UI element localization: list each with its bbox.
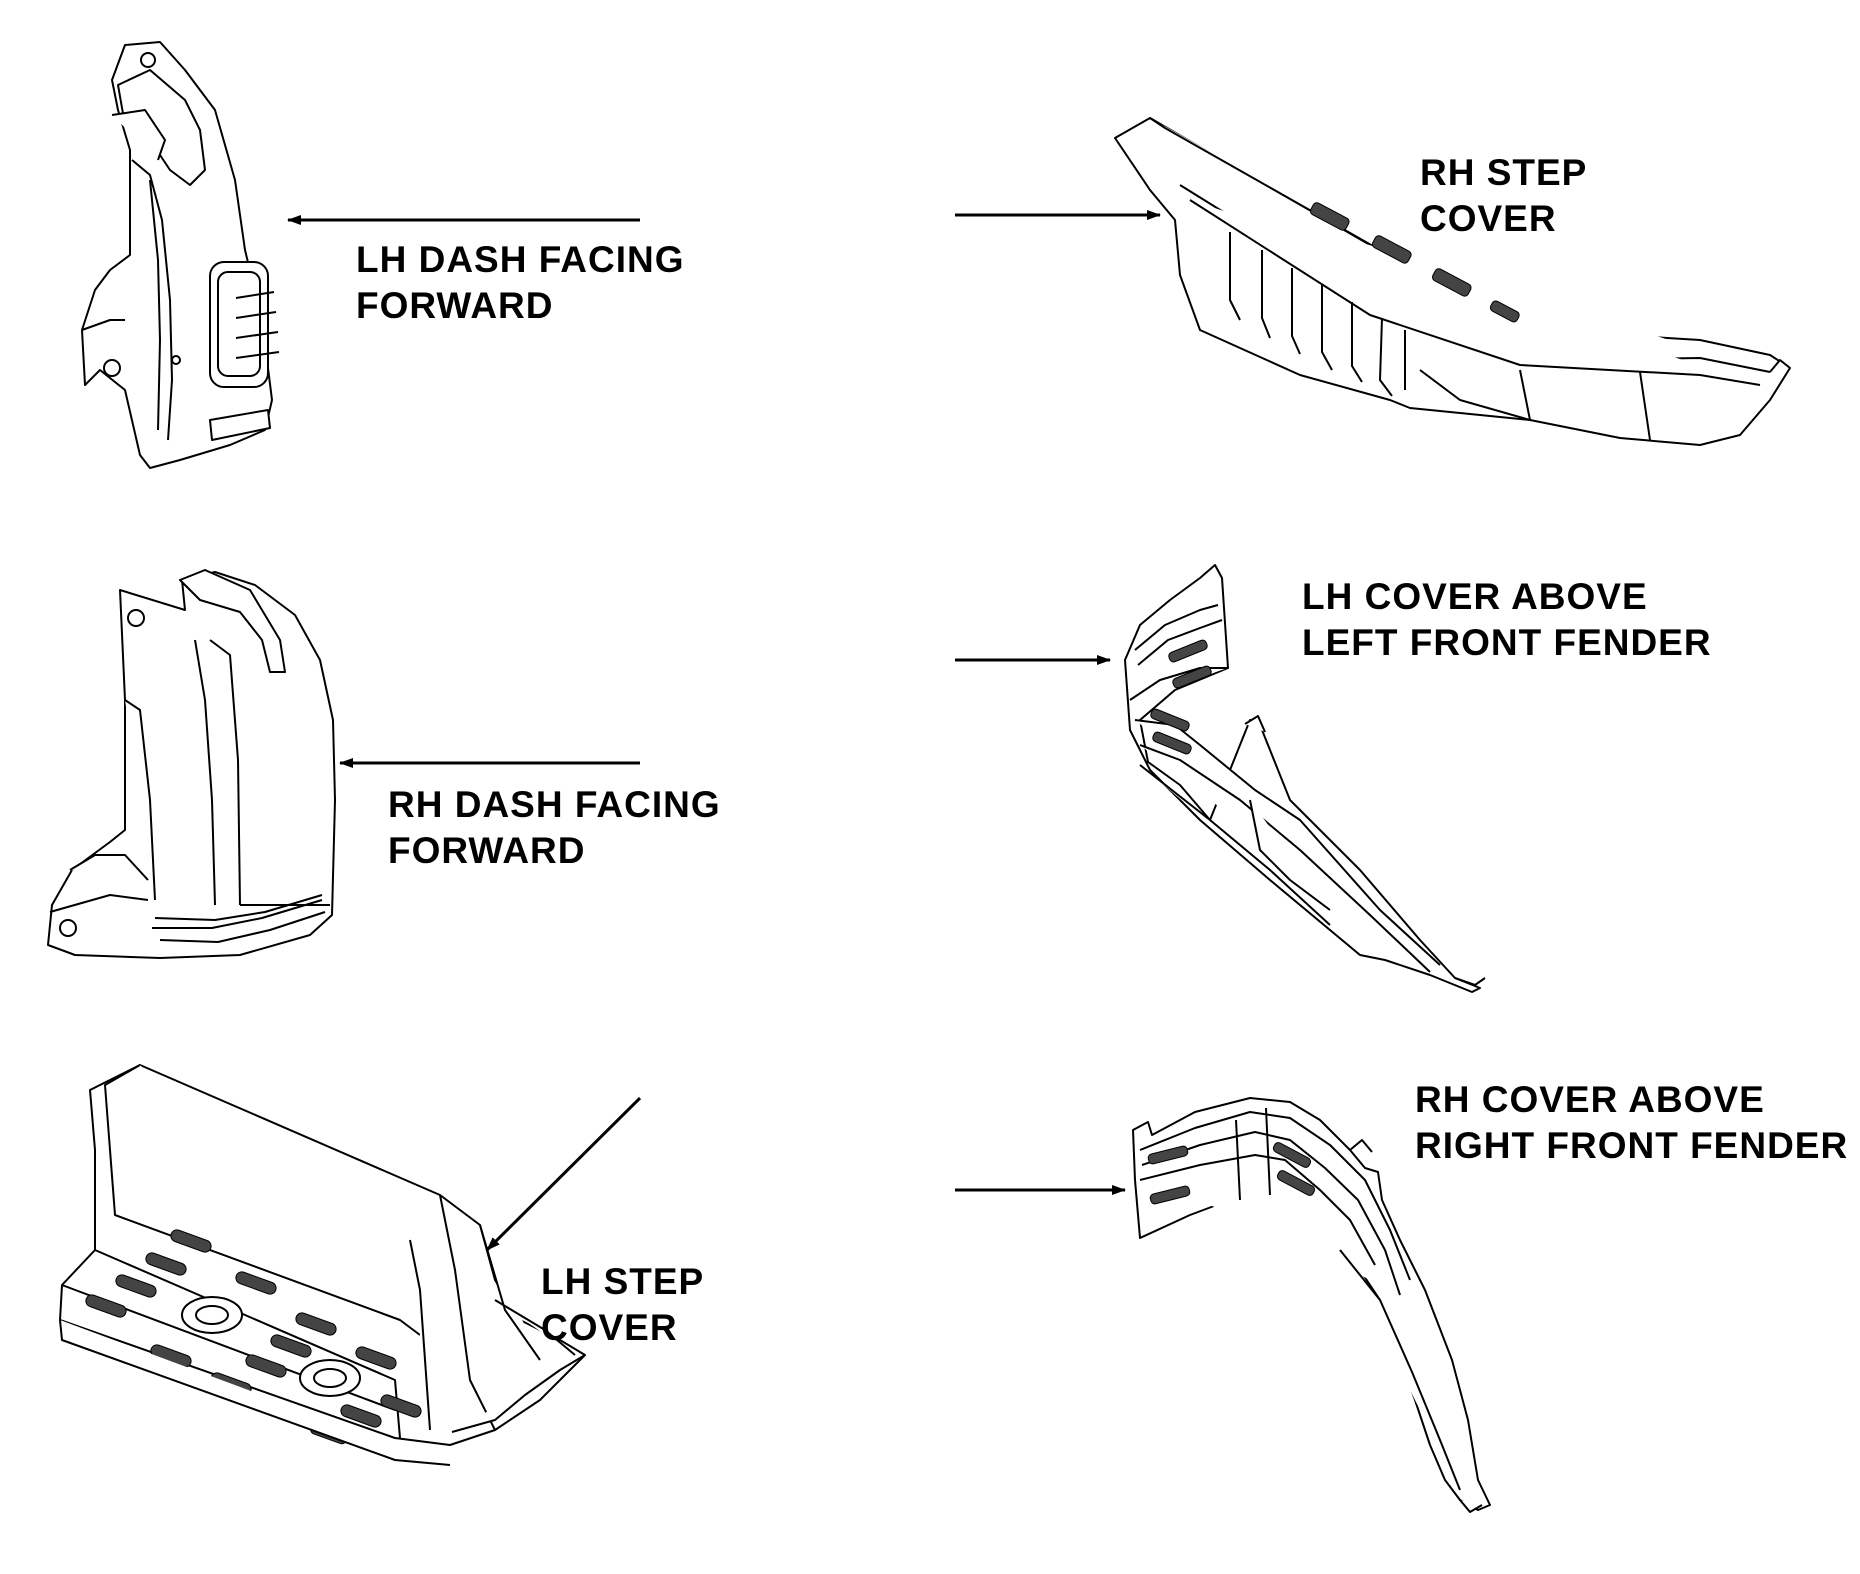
lh-step-part-drawing (60, 1065, 585, 1465)
lh-dash-part-drawing (82, 42, 279, 468)
rh-cover-label-line-2: RIGHT FRONT FENDER (1415, 1125, 1849, 1166)
rh-step-label-line-1: RH STEP (1420, 152, 1588, 193)
lh-step-arrow (485, 1096, 642, 1252)
lh-step-label-line-1: LH STEP (541, 1261, 705, 1302)
rh-dash-label-line-1: RH DASH FACING (388, 784, 721, 825)
lh-dash-label: LH DASH FACING FORWARD (356, 237, 685, 329)
lh-cover-label-line-2: LEFT FRONT FENDER (1302, 622, 1712, 663)
lh-cover-label-line-1: LH COVER ABOVE (1302, 576, 1648, 617)
rh-dash-part-drawing (48, 570, 335, 958)
rh-cover-label-line-1: RH COVER ABOVE (1415, 1079, 1765, 1120)
lh-cover-part-drawing (1125, 565, 1485, 992)
rh-dash-label: RH DASH FACING FORWARD (388, 782, 721, 874)
lh-step-label-line-2: COVER (541, 1307, 678, 1348)
lh-step-label: LH STEP COVER (541, 1259, 704, 1351)
rh-step-label: RH STEP COVER (1420, 150, 1587, 242)
lh-cover-label: LH COVER ABOVE LEFT FRONT FENDER (1302, 574, 1712, 666)
rh-step-part-drawing (1115, 118, 1790, 445)
lh-dash-label-line-1: LH DASH FACING (356, 239, 685, 280)
rh-dash-label-line-2: FORWARD (388, 830, 586, 871)
rh-cover-label: RH COVER ABOVE RIGHT FRONT FENDER (1415, 1077, 1848, 1169)
rh-step-label-line-2: COVER (1420, 198, 1557, 239)
lh-dash-label-line-2: FORWARD (356, 285, 554, 326)
rh-cover-part-drawing (1133, 1098, 1490, 1512)
